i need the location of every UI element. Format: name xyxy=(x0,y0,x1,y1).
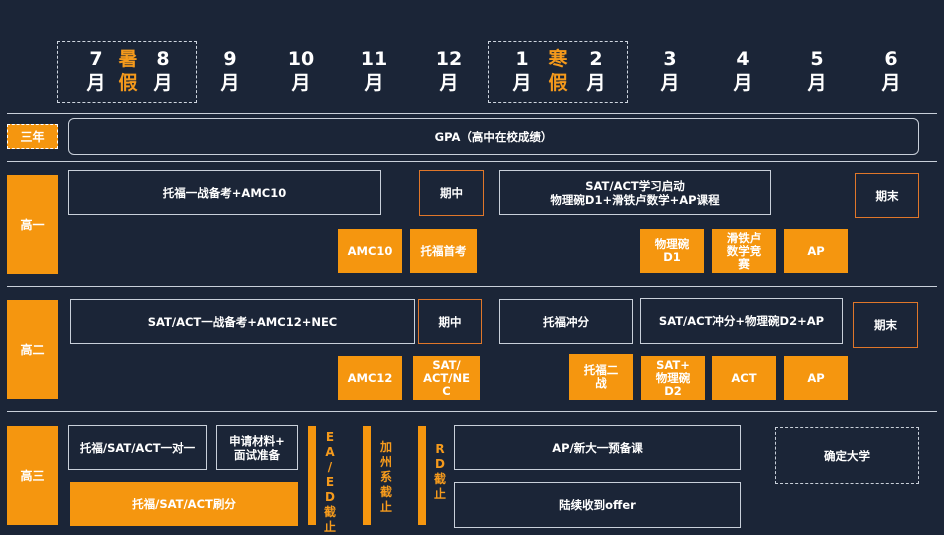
month-jul: 7 月 xyxy=(86,48,106,94)
g1-final: 期末 xyxy=(855,173,919,218)
month-mar: 3 月 xyxy=(660,48,680,94)
g2-sat-sprint: SAT/ACT冲分+物理碗D2+AP xyxy=(640,298,843,344)
g3-rd-bar xyxy=(418,426,426,525)
g3-uc-bar xyxy=(363,426,371,525)
grade-label-g1: 高一 xyxy=(7,175,58,274)
g2-sat-nec: SAT/ ACT/NE C xyxy=(413,356,480,400)
g1-toefl-first: 托福一战备考+AMC10 xyxy=(68,170,381,215)
winter-vacation-group xyxy=(488,41,628,103)
g3-uc-deadline: 加 州 系 截 止 xyxy=(379,440,392,514)
g1-sat-start: SAT/ACT学习启动 物理碗D1+滑铁卢数学+AP课程 xyxy=(499,170,771,215)
g1-amc10: AMC10 xyxy=(338,229,402,273)
grade-label-all: 三年 xyxy=(7,124,58,149)
month-apr: 4 月 xyxy=(733,48,753,94)
g3-ea-ed-deadline: E A / E D 截 止 xyxy=(323,430,336,534)
g1-physics-bowl-d1: 物理碗 D1 xyxy=(640,229,704,273)
g2-sat-physics-bowl-d2: SAT+ 物理碗 D2 xyxy=(641,356,705,400)
g3-application: 申请材料+ 面试准备 xyxy=(216,425,298,470)
summer-vacation-group xyxy=(57,41,197,103)
g1-waterloo: 滑铁卢 数学竞 赛 xyxy=(712,229,776,273)
g2-final: 期末 xyxy=(853,302,918,348)
month-feb: 2 月 xyxy=(586,48,606,94)
month-may: 5 月 xyxy=(807,48,827,94)
month-jun: 6 月 xyxy=(881,48,901,94)
divider-g1 xyxy=(7,286,937,287)
g3-ea-ed-bar xyxy=(308,426,316,525)
winter-vacation-label: 寒 假 xyxy=(548,48,568,94)
gpa-box: GPA（高中在校成绩） xyxy=(68,118,919,155)
g2-ap: AP xyxy=(784,356,848,400)
divider-all-years xyxy=(7,161,937,162)
g3-decide-university: 确定大学 xyxy=(775,427,919,484)
g3-rd-deadline: R D 截 止 xyxy=(433,442,446,501)
g3-score-boost: 托福/SAT/ACT刷分 xyxy=(70,482,298,526)
g1-ap: AP xyxy=(784,229,848,273)
g3-one-on-one: 托福/SAT/ACT一对一 xyxy=(68,425,207,470)
g2-act: ACT xyxy=(712,356,776,400)
divider-header xyxy=(7,113,937,114)
month-oct: 10 月 xyxy=(287,48,315,94)
g2-sat-first: SAT/ACT一战备考+AMC12+NEC xyxy=(70,299,415,344)
divider-g2 xyxy=(7,411,937,412)
month-dec: 12 月 xyxy=(435,48,463,94)
month-nov: 11 月 xyxy=(360,48,388,94)
summer-vacation-label: 暑 假 xyxy=(118,48,138,94)
g2-amc12: AMC12 xyxy=(338,356,402,400)
month-jan: 1 月 xyxy=(512,48,532,94)
g1-toefl-first-exam: 托福首考 xyxy=(410,229,477,273)
grade-label-g2: 高二 xyxy=(7,300,58,399)
g3-offers: 陆续收到offer xyxy=(454,482,741,528)
g2-toefl-sprint: 托福冲分 xyxy=(499,299,633,344)
month-aug: 8 月 xyxy=(153,48,173,94)
g3-ap-prep: AP/新大一预备课 xyxy=(454,425,741,470)
g2-toefl-second: 托福二 战 xyxy=(569,354,633,400)
grade-label-g3: 高三 xyxy=(7,426,58,525)
g1-midterm: 期中 xyxy=(419,170,484,216)
month-sep: 9 月 xyxy=(220,48,240,94)
g2-midterm: 期中 xyxy=(418,299,482,344)
